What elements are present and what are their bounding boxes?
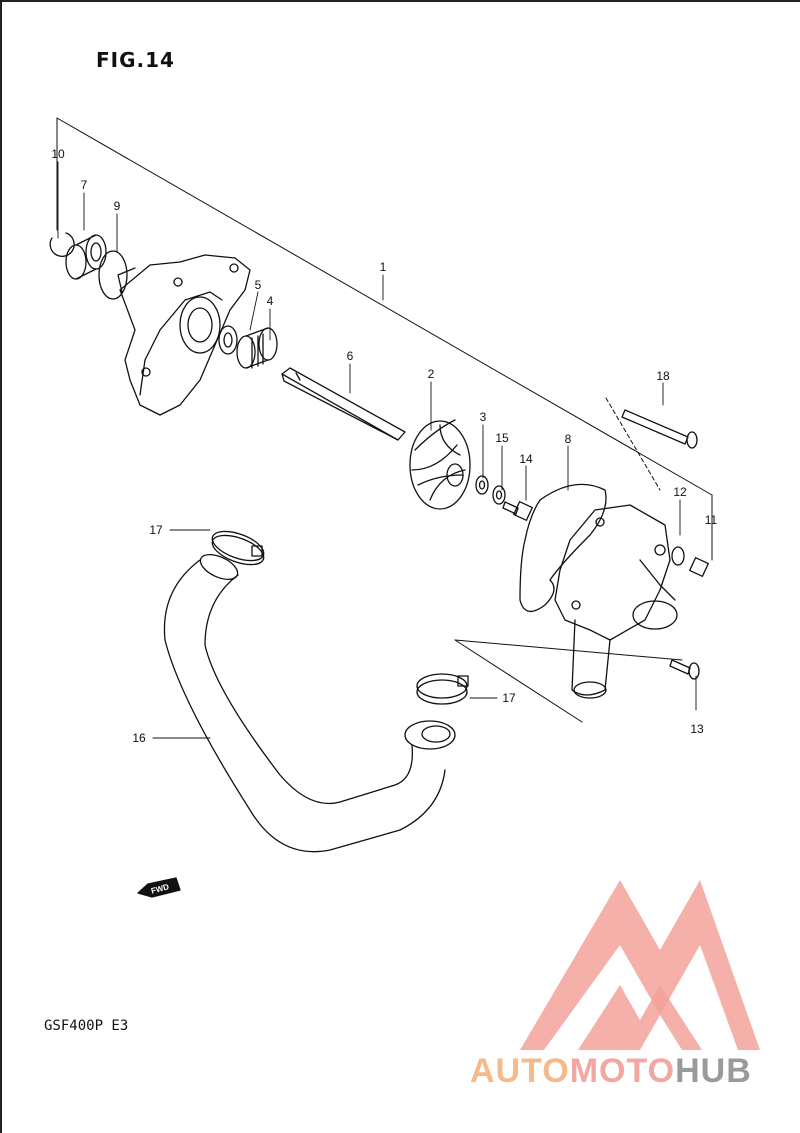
callout-15: 15 <box>495 431 509 445</box>
impeller <box>409 419 471 510</box>
gasket <box>519 483 607 612</box>
callout-2: 2 <box>427 367 435 381</box>
callout-6: 6 <box>346 349 354 363</box>
water-hose <box>163 553 456 853</box>
callout-4: 4 <box>266 294 274 308</box>
watermark-auto: AUTO <box>470 1052 570 1090</box>
impeller-bolt <box>502 501 533 521</box>
mechanical-seal <box>218 325 238 355</box>
pump-cover-housing <box>117 254 251 416</box>
watermark-logo <box>520 880 760 1050</box>
o-ring <box>98 250 128 300</box>
circlip <box>49 232 75 258</box>
hose-clamp-lower <box>416 673 469 705</box>
callout-17-lower: 17 <box>502 691 516 705</box>
drain-washer <box>671 546 685 566</box>
callout-17-upper: 17 <box>149 523 163 537</box>
drain-bolt <box>689 557 709 577</box>
callout-leaders <box>57 161 697 739</box>
assembly-bracket <box>56 117 713 723</box>
callout-13: 13 <box>690 722 704 736</box>
pump-shaft <box>281 367 406 441</box>
bearing <box>65 234 107 280</box>
callout-14: 14 <box>519 452 533 466</box>
pump-cover <box>554 504 678 699</box>
watermark-text: AUTOMOTOHUB <box>470 1052 752 1091</box>
callout-3: 3 <box>479 410 487 424</box>
callout-16: 16 <box>132 731 146 745</box>
callout-11: 11 <box>704 513 718 527</box>
washer <box>475 475 489 495</box>
hose-clamp-upper <box>211 530 265 566</box>
long-bolt <box>621 409 698 449</box>
seal-assembly <box>236 327 278 369</box>
callout-7: 7 <box>80 178 88 192</box>
callout-10: 10 <box>51 147 65 161</box>
callout-12: 12 <box>673 485 687 499</box>
callout-9: 9 <box>113 199 121 213</box>
screw <box>669 659 700 680</box>
watermark-hub: HUB <box>675 1052 752 1090</box>
watermark-moto: MOTO <box>569 1052 676 1090</box>
callout-1: 1 <box>379 260 387 274</box>
callout-8: 8 <box>564 432 572 446</box>
forward-arrow-icon <box>137 877 181 898</box>
callout-5: 5 <box>254 278 262 292</box>
callout-18: 18 <box>656 369 670 383</box>
seal-washer <box>492 485 506 505</box>
model-code: GSF400P E3 <box>44 1018 129 1034</box>
figure-title: FIG.14 <box>96 48 175 72</box>
